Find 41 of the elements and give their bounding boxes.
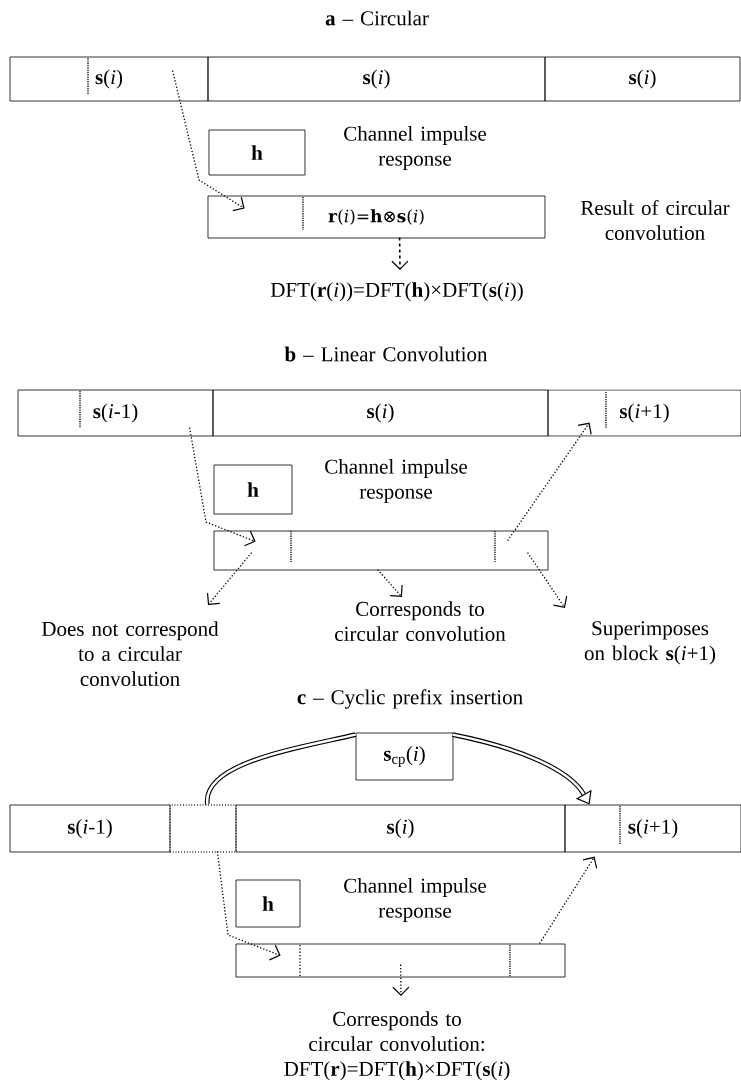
annotation-text: Superimposes on block s(i+1)	[584, 621, 716, 665]
arrow	[452, 732, 592, 805]
arrow	[206, 551, 253, 605]
arrow	[391, 236, 409, 270]
impulse-response-box: h	[208, 129, 306, 176]
arrow	[188, 426, 256, 547]
formula-text: DFT(r(i))=DFT(h)×DFT(s(i))	[270, 282, 523, 302]
section-heading: a – Circular	[325, 10, 429, 26]
annotation-text: Channel impulse response	[344, 878, 486, 923]
annotation-text: Result of circular convolution	[580, 200, 730, 240]
annotation-text: Corresponds to circular convolution: DFT(r)=DFT(h)×DFT(s(i)	[284, 1011, 510, 1081]
signal-block: s(i-1)	[9, 804, 171, 853]
arrow	[376, 568, 403, 597]
cyclic-prefix-segment	[169, 804, 237, 853]
annotation-text: Channel impulse response	[325, 459, 467, 504]
section-heading: c – Cyclic prefix insertion	[297, 689, 523, 709]
signal-block: s(i)	[544, 56, 741, 102]
signal-block: s(i+1)	[547, 389, 741, 437]
arrow	[506, 422, 592, 542]
received-block-bar	[235, 943, 566, 978]
arrow	[392, 963, 410, 996]
arrow	[171, 69, 245, 212]
impulse-response-box: h	[235, 879, 301, 928]
section-heading: b – Linear Convolution	[284, 346, 488, 362]
arrow	[538, 856, 598, 945]
signal-block: s(i-1)	[17, 389, 214, 437]
result-box: r(i)=h⊗s(i)	[207, 195, 546, 239]
signal-block: s(i)	[235, 804, 566, 853]
cyclic-prefix-box: s$_{cp}$(i)	[355, 732, 454, 781]
signal-block: s(i+1)	[564, 804, 741, 853]
signal-block: s(i)	[212, 389, 549, 437]
arrow	[216, 850, 281, 961]
connector-line	[205, 732, 357, 805]
annotation-text: Corresponds to circular convolution	[335, 601, 506, 641]
annotation-text: Does not correspond to a circular convolution	[41, 621, 219, 686]
received-block-bar	[213, 530, 549, 571]
signal-block: s(i)	[9, 56, 209, 102]
arrow	[526, 551, 568, 608]
annotation-text: Channel impulse response	[344, 126, 486, 171]
signal-block: s(i)	[207, 56, 546, 102]
impulse-response-box: h	[213, 464, 293, 515]
